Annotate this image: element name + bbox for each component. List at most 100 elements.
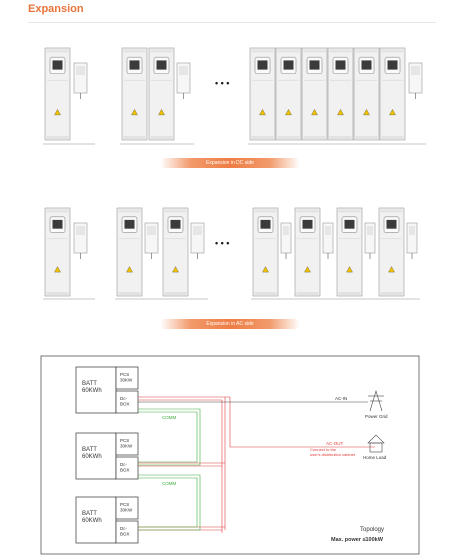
- cabinet-base: [380, 292, 403, 295]
- warning-icon: [158, 109, 165, 116]
- cabinet-screen: [344, 219, 355, 229]
- cabinet-base: [303, 136, 326, 139]
- cabinet-top-vent: [164, 209, 187, 213]
- dc-box: [280, 222, 292, 259]
- cabinet: [44, 47, 71, 141]
- cabinet-screen: [309, 60, 320, 70]
- warning-icon: [262, 266, 269, 273]
- cabinet-top-vent: [338, 209, 361, 213]
- comm-wire: [138, 474, 201, 531]
- dc-box: [364, 222, 376, 259]
- cabinet-body: [162, 207, 189, 297]
- topology-caption-power: Max. power ≤100kW: [331, 537, 384, 543]
- cabinet-screen: [257, 60, 268, 70]
- power-grid-label: Power Grid: [365, 414, 388, 419]
- cabinet: [121, 47, 148, 141]
- dc-box: [144, 222, 159, 259]
- topology-caption-title: Topology: [360, 527, 384, 533]
- dc-box-panel: [193, 226, 202, 235]
- power-grid-icon: [369, 389, 383, 412]
- warning-icon: [388, 266, 395, 273]
- dc-box: [73, 62, 88, 99]
- cabinet: [379, 47, 406, 141]
- cabinet-top-vent: [46, 49, 69, 53]
- warning-icon: [131, 109, 138, 116]
- cabinet-base: [254, 292, 277, 295]
- cabinet: [378, 207, 405, 297]
- cabinet-top-vent: [381, 49, 404, 53]
- cabinet-body: [378, 207, 405, 297]
- ellipsis: • • •: [215, 78, 229, 88]
- comm-wire: [138, 408, 201, 466]
- cabinet: [148, 47, 175, 141]
- dc-box-panel: [325, 226, 331, 235]
- cabinet-base: [251, 136, 274, 139]
- page-title: Expansion: [28, 3, 84, 15]
- cabinet-screen: [335, 60, 346, 70]
- dc-box-panel: [76, 226, 85, 235]
- cabinet-base: [329, 136, 352, 139]
- cabinet: [327, 47, 354, 141]
- cabinet-screen: [260, 219, 271, 229]
- comm-wire: [138, 411, 198, 463]
- dcbox-box: [115, 520, 139, 544]
- cabinet-screen: [302, 219, 313, 229]
- ac-out-wire: [225, 396, 375, 448]
- warning-icon: [172, 266, 179, 273]
- cabinet-screen: [386, 219, 397, 229]
- cabinet: [252, 207, 279, 297]
- cabinet: [301, 47, 328, 141]
- dc-box: [73, 222, 88, 259]
- pcs-box: [115, 366, 139, 390]
- ac-expansion-banner: Expansion in AC side: [160, 319, 300, 329]
- cabinet-top-vent: [118, 209, 141, 213]
- cabinet-screen: [124, 219, 135, 229]
- home-load-label: Home Load: [363, 455, 387, 460]
- warning-icon: [304, 266, 311, 273]
- cabinet: [353, 47, 380, 141]
- comm-label: COMM: [162, 415, 176, 420]
- cabinet-top-vent: [123, 49, 146, 53]
- cabinet-screen: [52, 60, 63, 70]
- comm-wire: [138, 477, 198, 528]
- dc-box-panel: [147, 226, 156, 235]
- cabinet-base: [150, 136, 173, 139]
- comm-label: COMM: [162, 481, 176, 486]
- dc-box: [176, 62, 191, 99]
- cabinet-screen: [387, 60, 398, 70]
- cabinet-top-vent: [150, 49, 173, 53]
- dc-expansion-banner: Expansion in DC side: [160, 158, 300, 168]
- dc-box-panel: [179, 66, 188, 75]
- warning-icon: [126, 266, 133, 273]
- dc-box: [190, 222, 205, 259]
- dc-box-panel: [76, 66, 85, 75]
- dc-expansion-illustration: • • •: [43, 47, 426, 145]
- warning-icon: [285, 109, 292, 116]
- dcbox-box: [115, 456, 139, 480]
- cabinet: [44, 207, 71, 297]
- dc-box-panel: [367, 226, 373, 235]
- cabinet-screen: [283, 60, 294, 70]
- pcs-box: [115, 496, 139, 520]
- dc-box: [408, 62, 423, 99]
- cabinet-screen: [170, 219, 181, 229]
- cabinet-base: [296, 292, 319, 295]
- cabinet-top-vent: [251, 49, 274, 53]
- dcbox-label: Dc-BOX: [120, 462, 130, 472]
- dcbox-label: Dc-BOX: [120, 396, 130, 406]
- dc-box: [322, 222, 334, 259]
- warning-icon: [389, 109, 396, 116]
- cabinet-base: [381, 136, 404, 139]
- cabinet-top-vent: [380, 209, 403, 213]
- cabinet-base: [46, 292, 69, 295]
- cabinet-top-vent: [355, 49, 378, 53]
- dc-box-panel: [409, 226, 415, 235]
- cabinet-base: [46, 136, 69, 139]
- ac-expansion-illustration: • • •: [43, 207, 420, 300]
